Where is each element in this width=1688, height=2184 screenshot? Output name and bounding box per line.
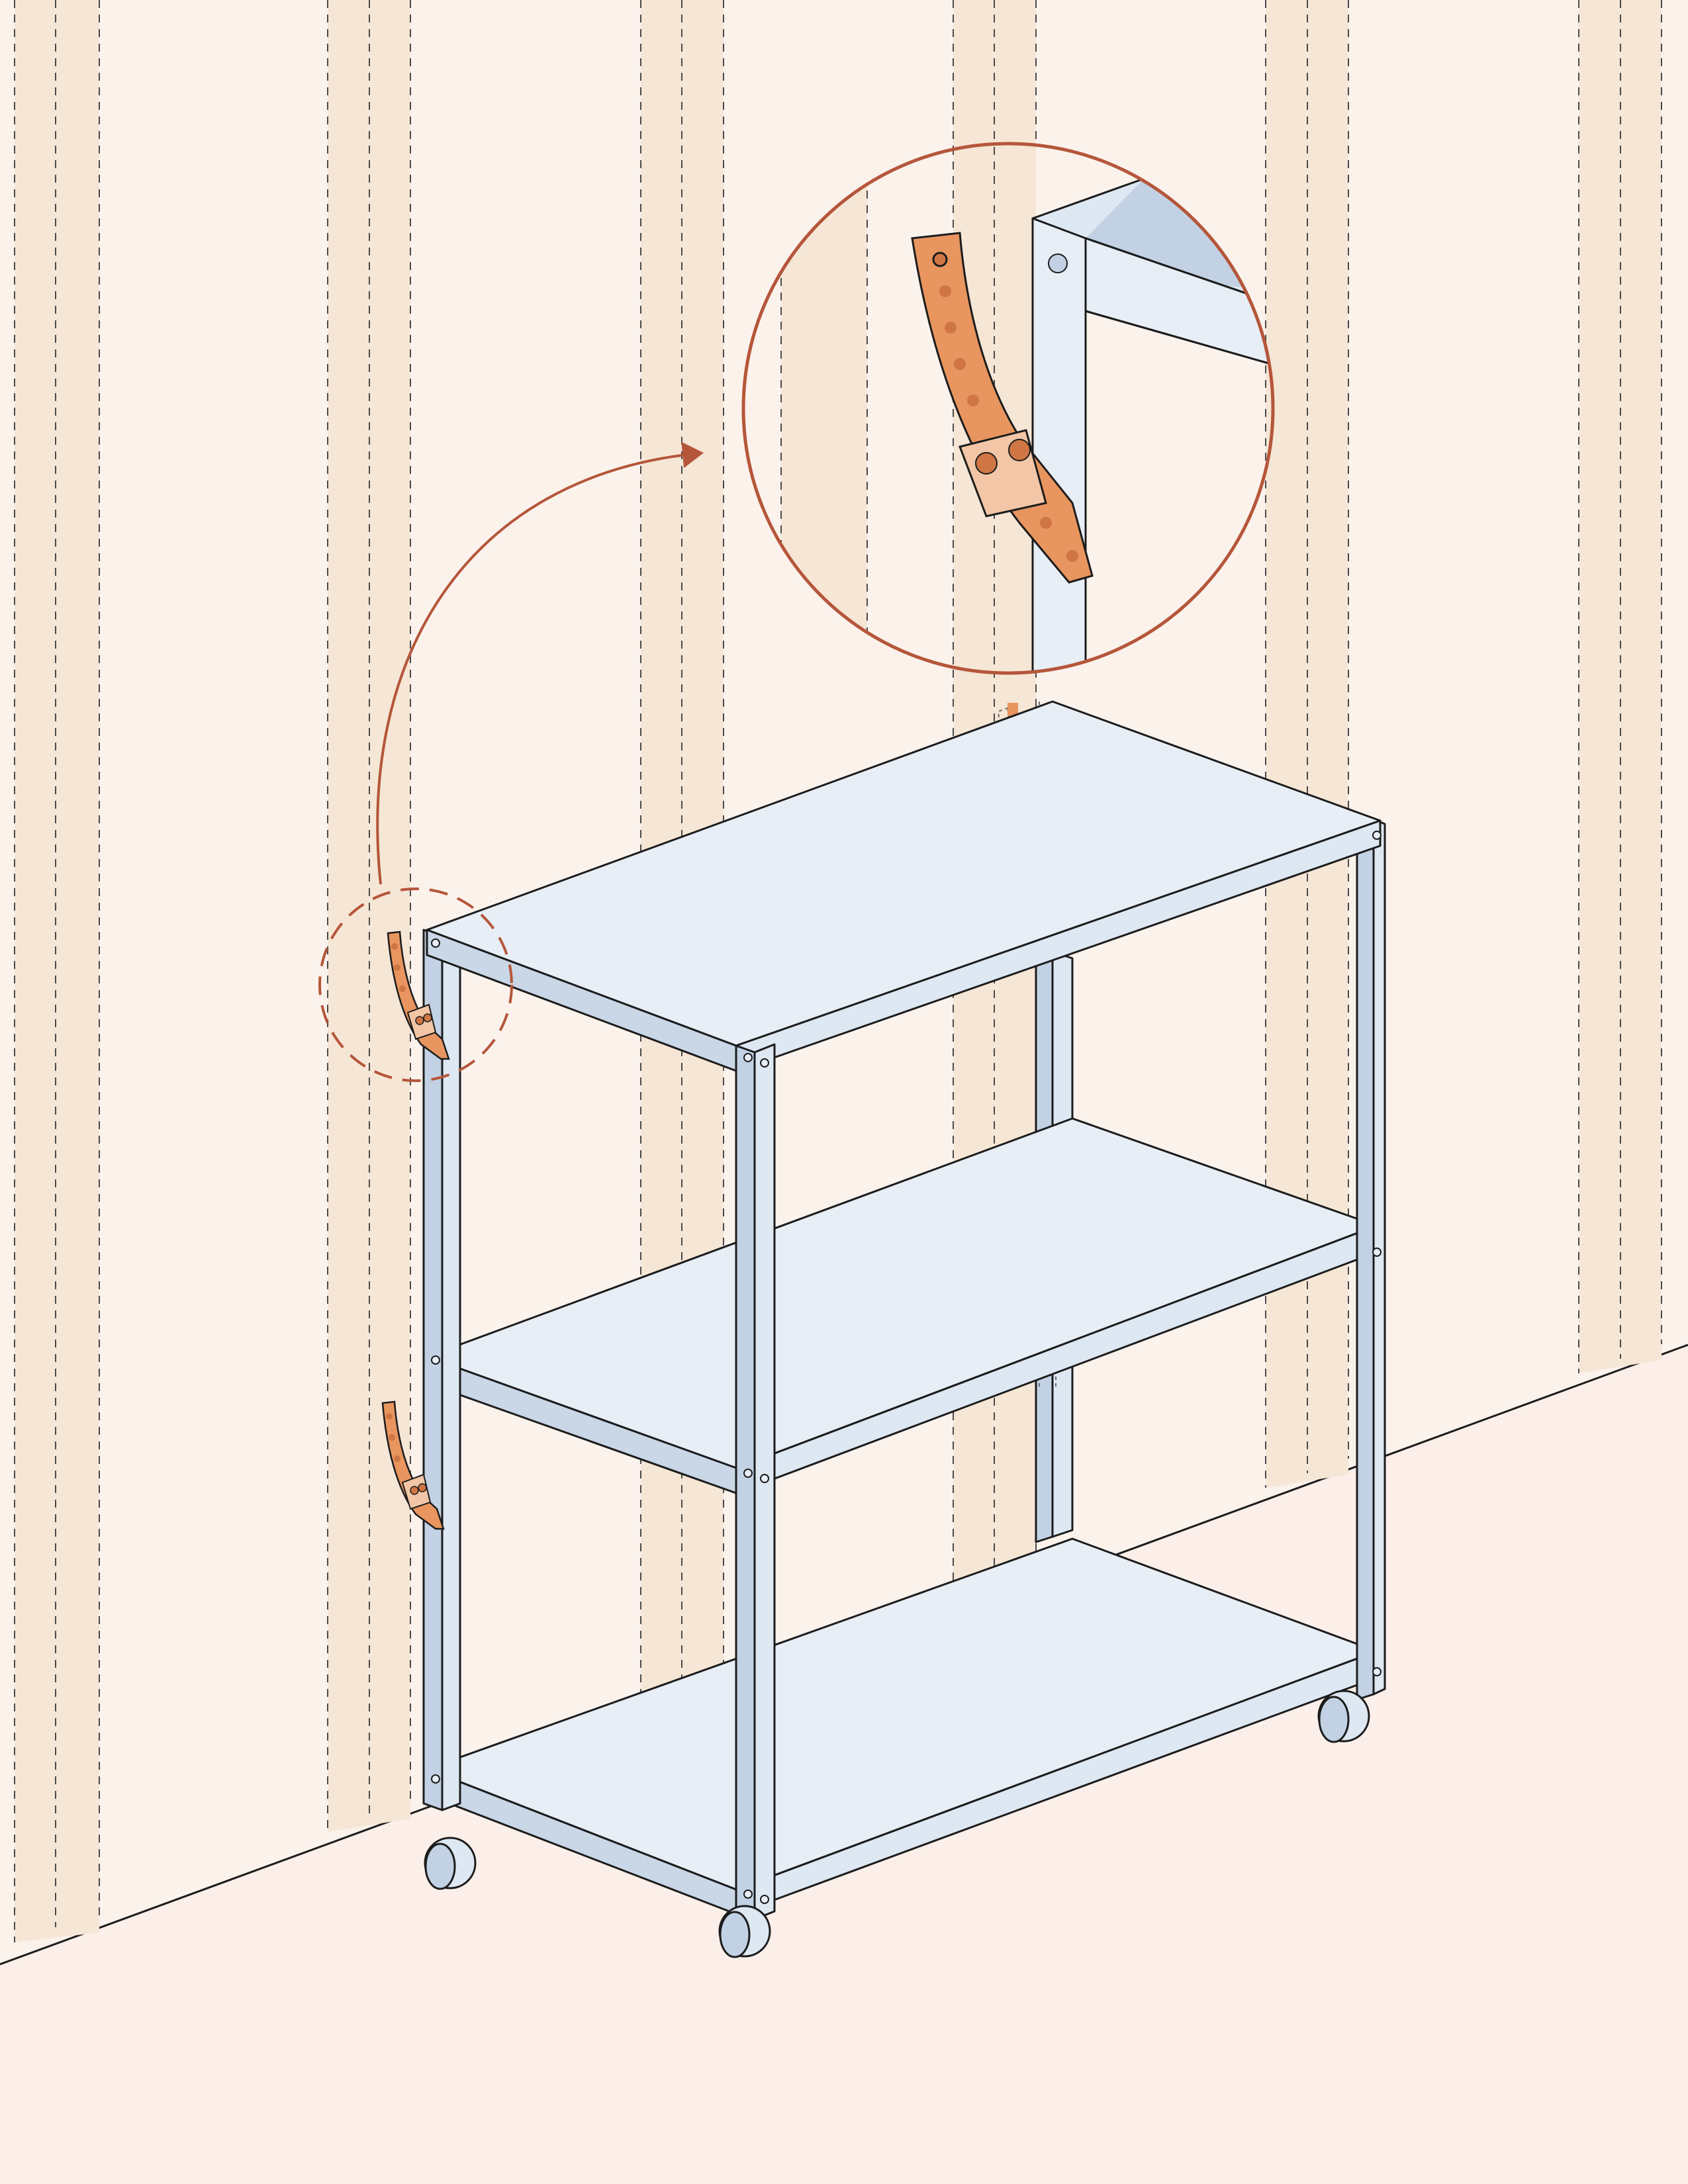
- zoom-circle-outline: [741, 142, 1275, 675]
- shelf-unit: [422, 700, 1386, 1958]
- post-front-right: [1356, 818, 1386, 1701]
- post-front-left: [735, 1043, 776, 1921]
- bolts: [431, 831, 1382, 1904]
- caster-wheel-icon: [1317, 1690, 1370, 1743]
- anti-tip-strap-icon: [381, 1400, 445, 1530]
- callout-focus-circle: [318, 887, 513, 1082]
- callout-arrow: [376, 441, 704, 885]
- stud: [14, 0, 100, 1942]
- anti-tip-strap-icon: [911, 232, 1094, 584]
- caster-wheel-icon: [424, 1837, 477, 1890]
- shelf-top: [426, 700, 1382, 1072]
- shelf-middle: [426, 1117, 1378, 1494]
- anti-tip-strap-icon: [387, 931, 450, 1060]
- strap-tab: [1008, 703, 1018, 716]
- stud: [1578, 0, 1662, 1373]
- post-back-left: [422, 929, 461, 1811]
- caster-wheel-icon: [718, 1905, 771, 1958]
- stud: [327, 0, 411, 1832]
- magnifier-callout-icon: [741, 142, 1275, 675]
